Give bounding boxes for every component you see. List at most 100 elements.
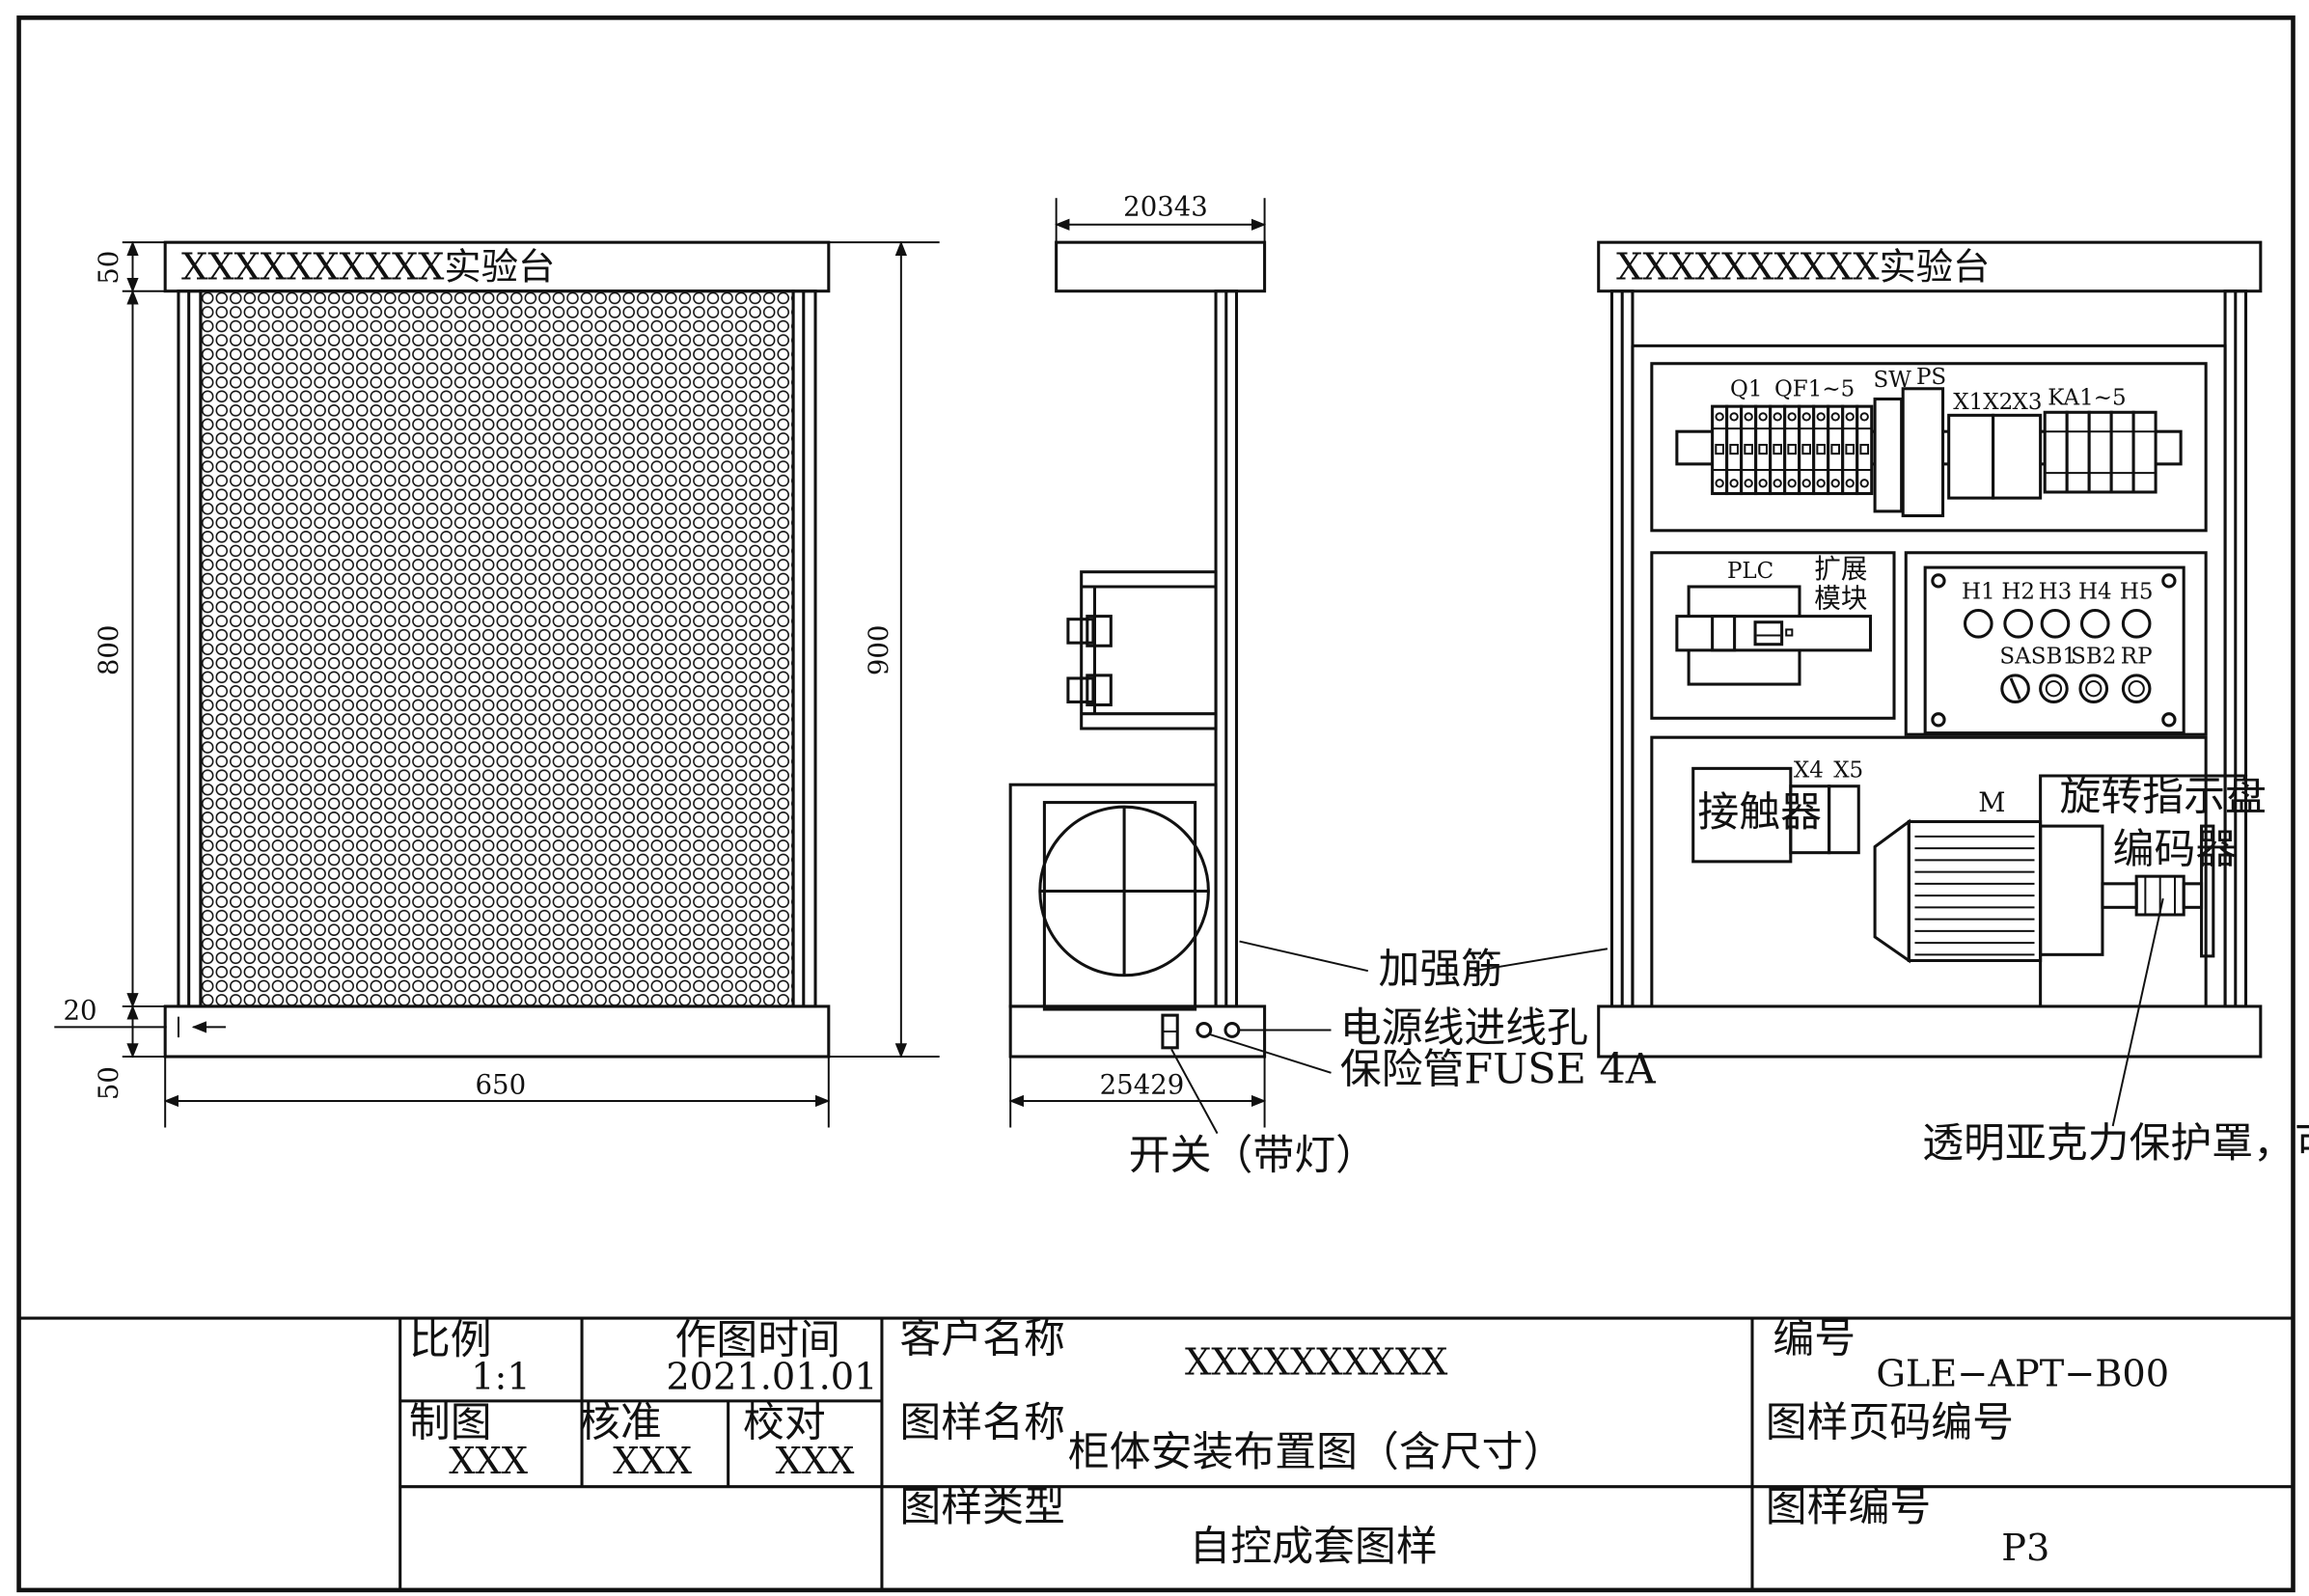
side-top-block xyxy=(1055,240,1267,293)
dial-disc xyxy=(2200,824,2215,958)
dim-width: 650 xyxy=(476,1069,527,1100)
indicator-lamp: H4 xyxy=(2078,579,2112,639)
side-view: 20343 25429 加强筋 电源线进线孔 xyxy=(1008,192,1657,1179)
label-x5: X5 xyxy=(1833,758,1863,784)
number-value: GLE−APT−B00 xyxy=(1876,1353,2169,1396)
dial-callout-box xyxy=(2039,774,2246,1006)
perforated-panel xyxy=(199,289,795,1008)
label-encoder: 编码器 xyxy=(2113,825,2238,873)
label-fuse: 保险管FUSE 4A xyxy=(1340,1046,1657,1094)
label-motor: M xyxy=(1978,787,2005,818)
lamp-label: H2 xyxy=(2001,579,2035,604)
control-label: SB2 xyxy=(2071,645,2116,670)
acrylic-cover-outline xyxy=(1631,344,2227,1006)
lamp-label: H4 xyxy=(2078,579,2112,604)
breaker xyxy=(1769,404,1787,496)
title-block: 比例 1:1 作图时间 2021.01.01 制图 XXX 核准 XXX 校对 … xyxy=(18,1314,2294,1590)
client-label: 客户名称 xyxy=(899,1314,1065,1362)
front-title: XXXXXXXXXX实验台 xyxy=(181,245,555,289)
label-dial: 旋转指示盘 xyxy=(2060,772,2267,820)
drawing-no-label: 图样编号 xyxy=(1766,1483,1932,1531)
breaker xyxy=(1798,404,1816,496)
front-bottom-rail xyxy=(163,1004,831,1059)
drawing-name-label: 图样名称 xyxy=(899,1399,1065,1447)
label-ps: PS xyxy=(1916,365,1946,390)
breaker xyxy=(1827,404,1845,496)
power-inlet-hole xyxy=(1223,1022,1241,1038)
dim-panel-height: 800 xyxy=(94,625,124,676)
relay xyxy=(2131,410,2158,494)
breaker xyxy=(1812,404,1830,496)
relay-group xyxy=(2043,410,2158,494)
relay xyxy=(2087,410,2113,494)
breaker xyxy=(1783,404,1801,496)
scale-value: 1:1 xyxy=(471,1356,531,1399)
control-plate xyxy=(1923,565,2185,735)
selector-switch: SA xyxy=(1999,645,2031,703)
bracket-clip xyxy=(1066,676,1095,703)
breaker xyxy=(1841,404,1859,496)
label-ext-module-1: 扩展 xyxy=(1814,554,1867,585)
layout-title: XXXXXXXXXX实验台 xyxy=(1616,245,1990,289)
label-switch: 开关（带灯） xyxy=(1129,1131,1377,1179)
drawing-no-value: P3 xyxy=(2001,1527,2049,1570)
drawing-name-value: 柜体安装布置图（含尺寸） xyxy=(1068,1428,1565,1476)
checked-value: XXX xyxy=(776,1440,855,1483)
indicator-lamp: H2 xyxy=(2001,579,2035,639)
control-label: RP xyxy=(2121,645,2153,670)
push-button: SB2 xyxy=(2071,645,2116,703)
breaker xyxy=(1855,404,1874,496)
relay xyxy=(2109,410,2135,494)
lamp-label: H3 xyxy=(2039,579,2073,604)
layout-bottom-rail xyxy=(1597,1004,2263,1059)
label-cover-note: 透明亚克力保护罩，可拆卸 xyxy=(1922,1119,2309,1168)
front-view: XXXXXXXXXX实验台 50 800 50 20 900 650 xyxy=(54,240,940,1128)
date-label: 作图时间 xyxy=(675,1316,841,1364)
power-supply xyxy=(1901,387,1945,518)
din-rail-panel xyxy=(1650,362,2208,533)
scale-label: 比例 xyxy=(409,1316,492,1364)
label-x4: X4 xyxy=(1794,758,1824,784)
label-x1x2: X1X2 xyxy=(1953,390,2013,415)
side-base xyxy=(1008,1004,1267,1059)
terminal-x1x2 xyxy=(1947,413,1995,500)
terminal-x5 xyxy=(1828,784,1860,855)
relay xyxy=(2065,410,2091,494)
bracket-clip xyxy=(1066,618,1095,645)
checked-label: 校对 xyxy=(743,1399,826,1447)
plc-panel xyxy=(1650,551,1896,720)
lamp-label: H5 xyxy=(2120,579,2154,604)
control-label: SA xyxy=(1999,645,2031,670)
lower-panel-outline xyxy=(1650,735,2208,1006)
indicator-lamp: H3 xyxy=(2039,579,2073,639)
type-value: 自控成套图样 xyxy=(1190,1523,1438,1571)
dim-side-bottom-width: 25429 xyxy=(1100,1069,1185,1100)
date-value: 2021.01.01 xyxy=(666,1356,877,1399)
page-code-label: 图样页码编号 xyxy=(1766,1399,2014,1447)
switch-module xyxy=(1873,397,1904,513)
breaker xyxy=(1754,404,1773,496)
control-label: SB1 xyxy=(2031,645,2076,670)
label-contactor: 接触器 xyxy=(1697,788,1822,837)
layout-view: XXXXXXXXXX实验台 Q1 QF1~5 SW PS X1X2 X3 KA1… xyxy=(1597,240,2309,1168)
drawn-label: 制图 xyxy=(409,1399,492,1447)
label-rib: 加强筋 xyxy=(1379,945,1503,993)
breaker xyxy=(1740,404,1758,496)
dim-bottom-height: 50 xyxy=(94,1066,124,1100)
number-label: 编号 xyxy=(1773,1314,1855,1362)
breaker xyxy=(1711,404,1729,496)
indicator-lamp: H5 xyxy=(2120,579,2154,639)
lamp-label: H1 xyxy=(1962,579,1995,604)
drawn-value: XXX xyxy=(449,1440,528,1483)
dim-side-top-width: 20343 xyxy=(1123,192,1208,223)
label-plc: PLC xyxy=(1727,559,1773,584)
client-value: XXXXXXXXXX xyxy=(1185,1340,1448,1384)
potentiometer: RP xyxy=(2121,645,2153,703)
layout-top-rail xyxy=(1597,240,2263,293)
breaker xyxy=(1725,404,1744,496)
approved-value: XXX xyxy=(613,1440,692,1483)
dim-top-height: 50 xyxy=(94,251,124,285)
type-label: 图样类型 xyxy=(899,1483,1065,1531)
indicator-lamp: H1 xyxy=(1962,579,1995,639)
